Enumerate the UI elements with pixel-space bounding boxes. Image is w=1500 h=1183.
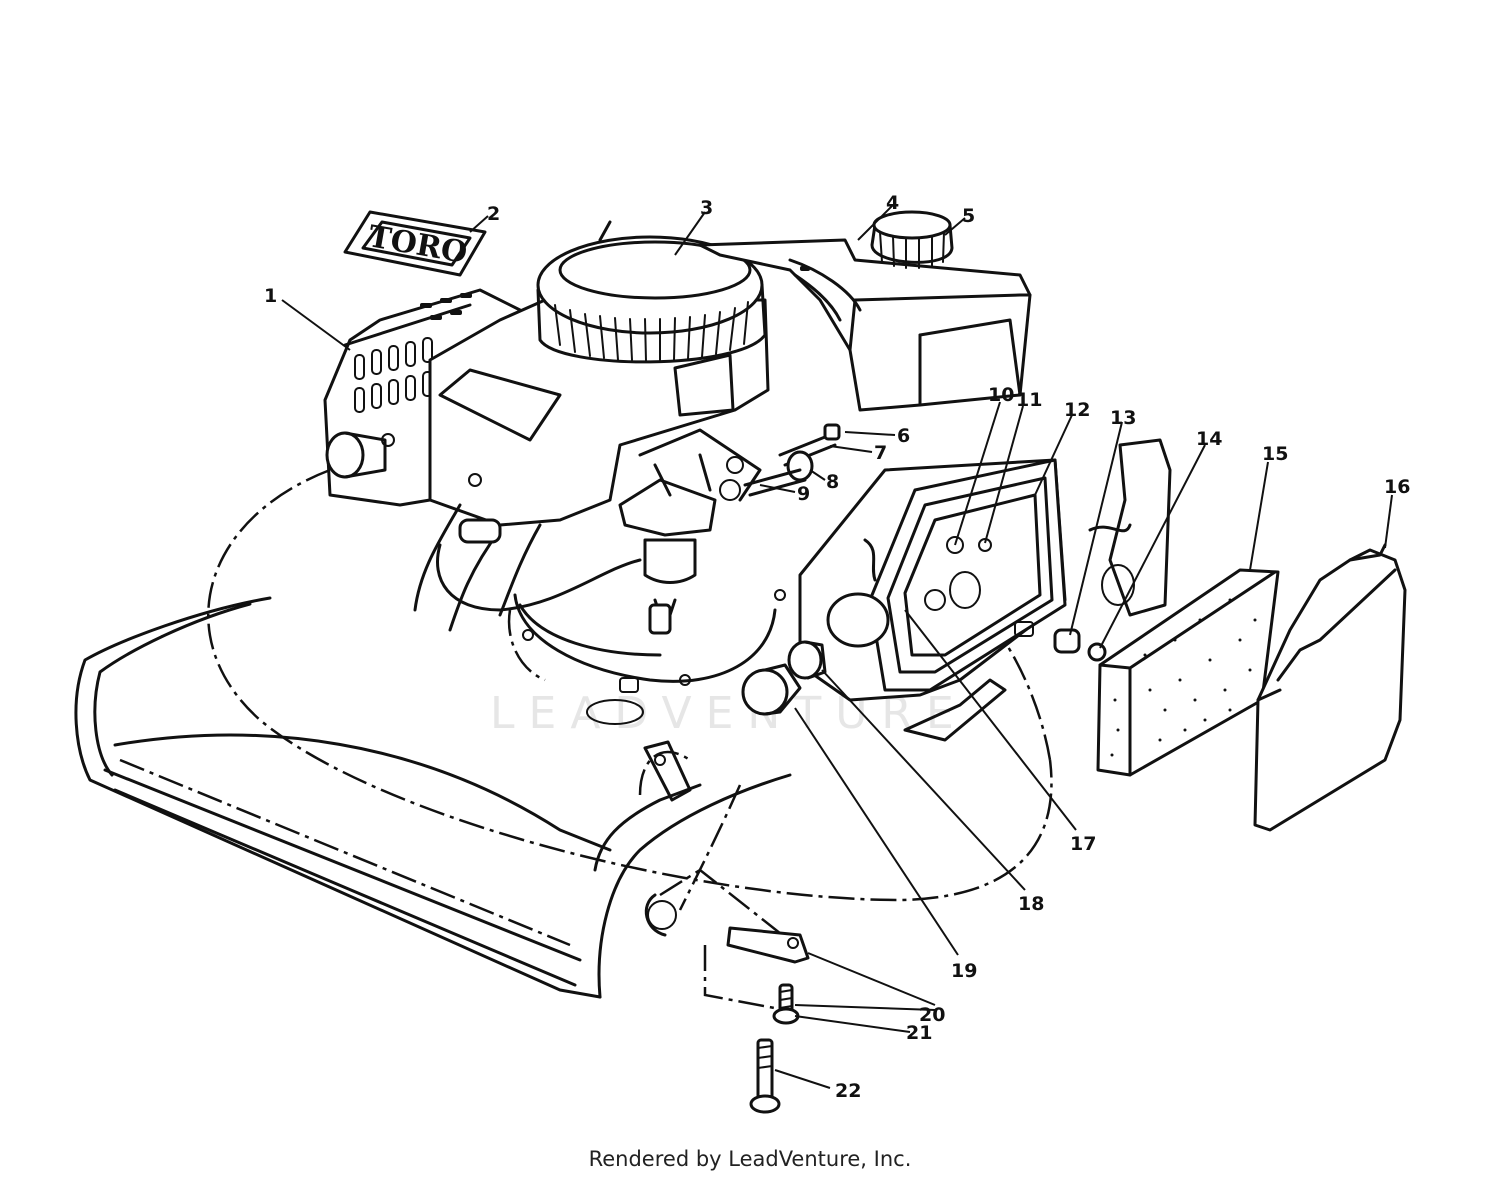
callout-9: 9 (797, 483, 810, 505)
callout-14: 14 (1196, 428, 1222, 450)
callout-3: 3 (700, 197, 713, 219)
callout-15: 15 (1262, 443, 1288, 465)
leader-lines (281, 204, 1393, 1089)
fuel-cap (870, 210, 954, 269)
engine (323, 220, 786, 686)
callout-7: 7 (874, 442, 887, 464)
callout-11: 11 (1016, 389, 1042, 411)
callout-21: 21 (906, 1022, 932, 1044)
mounting-bolts (749, 983, 800, 1114)
callout-numbers: 1 2 3 4 5 6 7 8 9 10 11 12 13 14 15 16 1… (264, 192, 1410, 1102)
callout-1: 1 (264, 285, 277, 307)
callout-2: 2 (487, 203, 500, 225)
callout-8: 8 (826, 471, 839, 493)
callout-12: 12 (1064, 399, 1090, 421)
filter-texture (1110, 598, 1257, 757)
toro-decal: TORO (343, 210, 487, 277)
callout-5: 5 (962, 205, 975, 227)
callout-4: 4 (886, 192, 899, 214)
engine-vent-slots (354, 293, 472, 413)
callout-20: 20 (919, 1004, 945, 1026)
air-cleaner-housing (798, 458, 1067, 742)
breather-parts (741, 640, 827, 716)
callout-13: 13 (1110, 407, 1136, 429)
callout-17: 17 (1070, 833, 1096, 855)
callout-16: 16 (1384, 476, 1410, 498)
callout-19: 19 (951, 960, 977, 982)
callout-22: 22 (835, 1080, 861, 1102)
callout-10: 10 (988, 384, 1014, 406)
recoil-starter-fins (554, 301, 749, 362)
fuel-tank (698, 210, 1032, 497)
callout-6: 6 (897, 425, 910, 447)
air-cleaner-cover (1253, 543, 1407, 832)
footer-credit: Rendered by LeadVenture, Inc. (588, 1147, 912, 1171)
callout-18: 18 (1018, 893, 1044, 915)
